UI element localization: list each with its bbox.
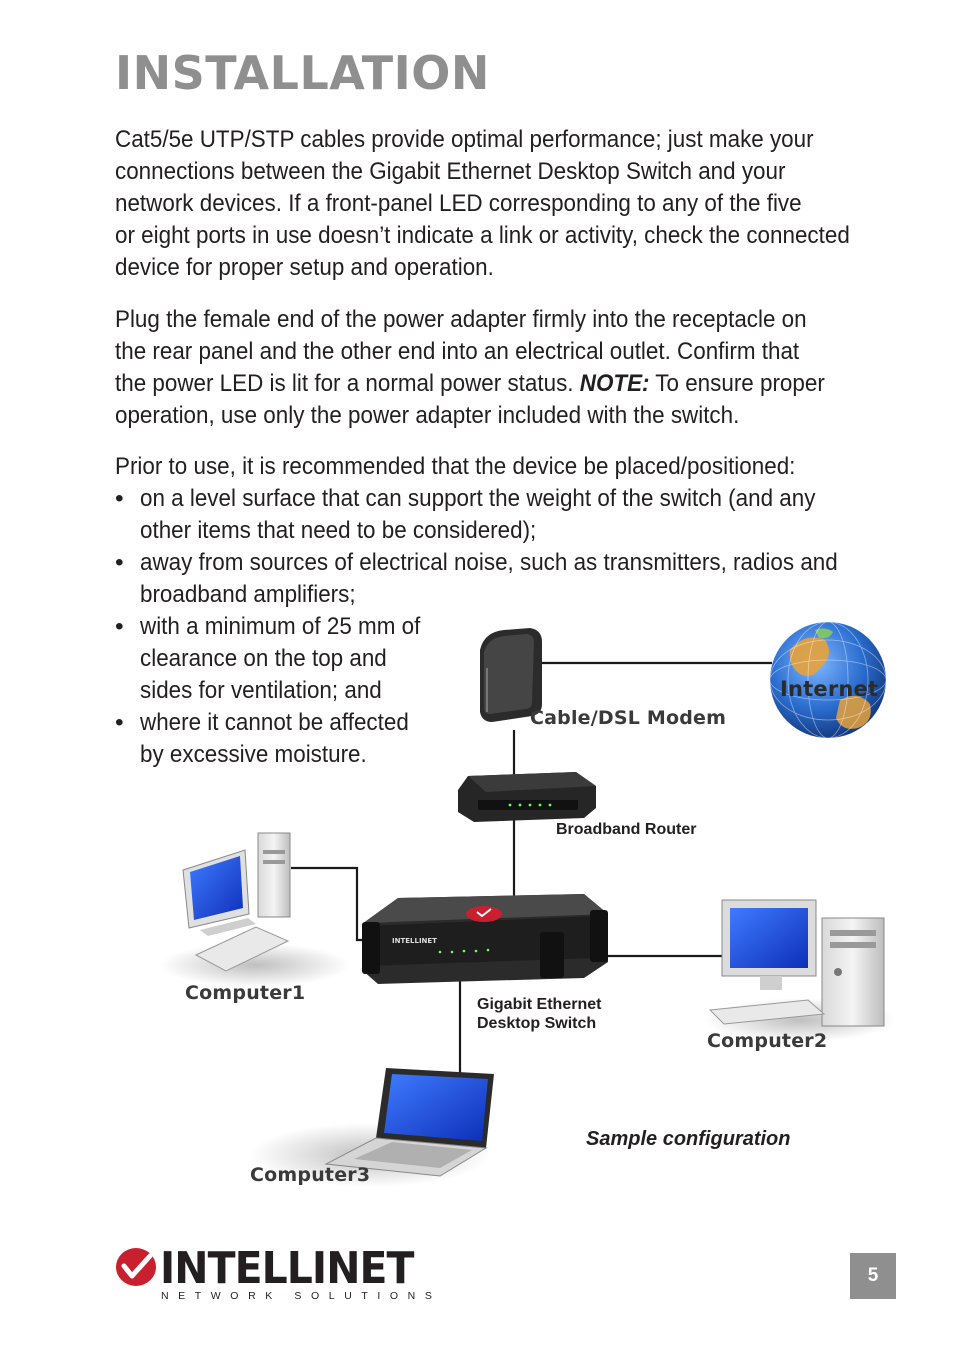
computer3-label: Computer3 (250, 1164, 371, 1186)
bullet-item-electrical-noise: away from sources of electrical noise, s… (140, 547, 838, 611)
text-line: with a minimum of 25 mm of (140, 613, 421, 640)
computer2-icon (705, 899, 895, 1042)
text-line: Prior to use, it is recommended that the… (115, 453, 796, 480)
diagram-caption: Sample configuration (586, 1128, 791, 1150)
switch-label-line2: Desktop Switch (477, 1015, 597, 1032)
paragraph-placement-intro: Prior to use, it is recommended that the… (115, 451, 795, 483)
text-line: other items that need to be considered); (140, 517, 537, 544)
page-title: INSTALLATION (115, 46, 490, 100)
text-line: away from sources of electrical noise, s… (140, 549, 838, 576)
bullet-marker: • (115, 549, 124, 576)
intellinet-logo-icon (116, 1248, 156, 1286)
text-line: where it cannot be affected (140, 709, 409, 736)
text-line-with-note: the power LED is lit for a normal power … (115, 368, 825, 400)
paragraph-cables: Cat5/5e UTP/STP cables provide optimal p… (115, 124, 850, 284)
computer1-label: Computer1 (185, 982, 306, 1004)
paragraph-power: Plug the female end of the power adapter… (115, 304, 825, 432)
text-line: sides for ventilation; and (140, 677, 382, 704)
computer1-icon (160, 832, 350, 987)
brand-tagline: NETWORK SOLUTIONS (161, 1290, 442, 1302)
router-icon (458, 772, 596, 822)
text-line: clearance on the top and (140, 645, 387, 672)
bullet-item-level-surface: on a level surface that can support the … (140, 483, 815, 547)
text-line: on a level surface that can support the … (140, 485, 816, 512)
globe-icon (769, 621, 887, 739)
switch-brand-mark: INTELLINET (392, 937, 437, 945)
bullet-marker: • (115, 709, 124, 736)
router-label: Broadband Router (556, 821, 697, 838)
text-line: network devices. If a front-panel LED co… (115, 190, 802, 217)
bullet-marker: • (115, 485, 124, 512)
bullet-item-moisture: where it cannot be affected by excessive… (140, 707, 409, 771)
text-segment: the power LED is lit for a normal power … (115, 370, 580, 397)
computer2-label: Computer2 (707, 1030, 828, 1052)
switch-label-line1: Gigabit Ethernet (477, 996, 602, 1013)
computer3-icon (250, 1068, 494, 1187)
note-label: NOTE: (579, 370, 650, 397)
page-number: 5 (850, 1253, 896, 1299)
text-segment: To ensure proper (649, 370, 825, 397)
switch-icon (362, 894, 608, 984)
text-line: operation, use only the power adapter in… (115, 402, 740, 429)
text-line: Plug the female end of the power adapter… (115, 306, 807, 333)
modem-icon (480, 628, 542, 722)
text-line: device for proper setup and operation. (115, 254, 494, 281)
modem-label: Cable/DSL Modem (530, 707, 727, 729)
bullet-marker: • (115, 613, 124, 640)
text-line: Cat5/5e UTP/STP cables provide optimal p… (115, 126, 814, 153)
bullet-item-clearance: with a minimum of 25 mm of clearance on … (140, 611, 420, 707)
text-line: by excessive moisture. (140, 741, 367, 768)
text-line: the rear panel and the other end into an… (115, 338, 800, 365)
text-line: or eight ports in use doesn’t indicate a… (115, 222, 850, 249)
text-line: connections between the Gigabit Ethernet… (115, 158, 786, 185)
brand-name: INTELLINET (160, 1243, 414, 1294)
connection-lines (291, 661, 772, 1085)
internet-label: Internet (780, 677, 879, 701)
text-line: broadband amplifiers; (140, 581, 356, 608)
